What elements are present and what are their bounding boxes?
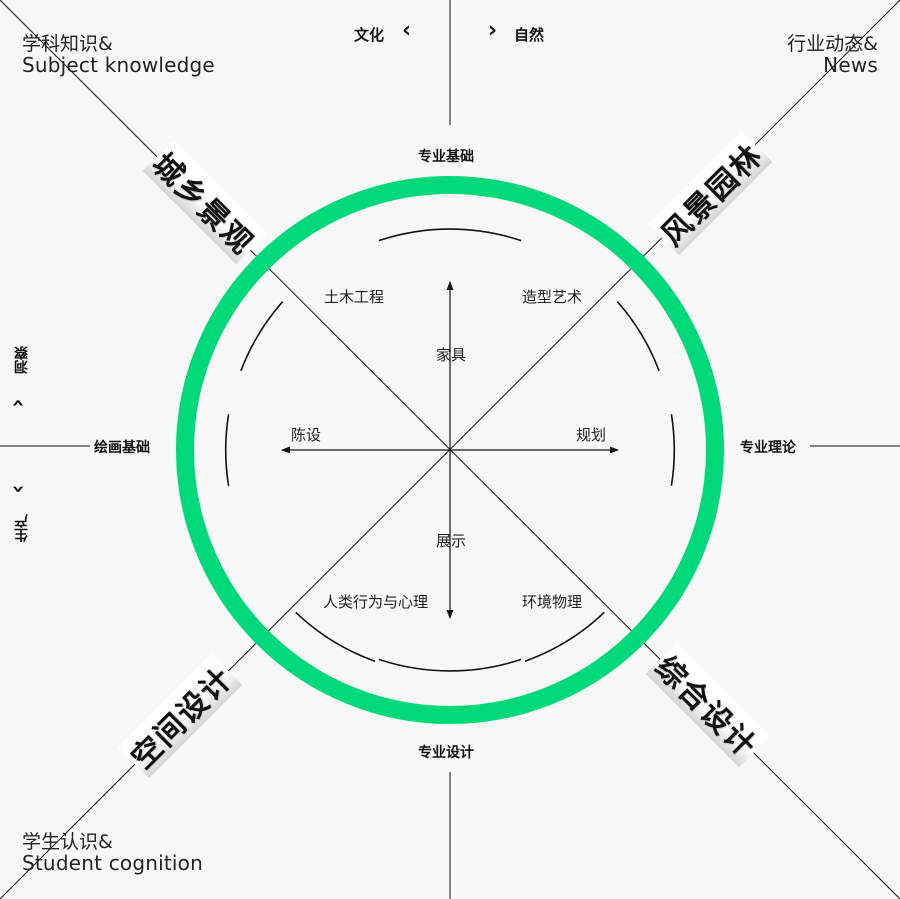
left-axis-top-label: 洞察 bbox=[14, 346, 30, 374]
inner-label-bottom-left: 人类行为与心理 bbox=[323, 593, 429, 611]
corner-top-left-en: Subject knowledge bbox=[22, 53, 215, 77]
corner-bottom-left: 学生认识& Student cognition bbox=[22, 832, 203, 874]
inner-label-bottom: 展示 bbox=[436, 532, 467, 550]
corner-top-right-cn: 行业动态& bbox=[787, 33, 878, 55]
outer-green-ring bbox=[176, 176, 724, 724]
top-axis-right-label: 自然 bbox=[514, 26, 545, 44]
ring-label-bottom: 专业设计 bbox=[418, 745, 474, 761]
inner-label-top-right: 造型艺术 bbox=[522, 288, 583, 306]
corner-top-right-en: News bbox=[823, 53, 878, 77]
inner-label-bottom-right: 环境物理 bbox=[522, 593, 583, 611]
corner-top-left-cn: 学科知识& bbox=[22, 33, 113, 55]
inner-arc-bottom bbox=[378, 658, 522, 672]
ring-label-left: 绘画基础 bbox=[94, 440, 150, 456]
inner-label-right: 规划 bbox=[576, 426, 607, 444]
inner-label-left: 陈设 bbox=[291, 426, 322, 444]
inner-arc-top-right bbox=[616, 301, 660, 372]
corner-bottom-left-cn: 学生认识& bbox=[22, 831, 113, 853]
inner-arc-bottom-right bbox=[524, 611, 605, 662]
corner-top-right: 行业动态& News bbox=[787, 34, 878, 76]
top-axis-left-label: 文化 bbox=[354, 26, 385, 44]
ring-label-right: 专业理论 bbox=[740, 440, 796, 456]
chevron-down-icon: › bbox=[5, 484, 31, 494]
inner-label-top-left: 土木工程 bbox=[324, 288, 385, 306]
inner-arc-top bbox=[378, 228, 522, 242]
corner-top-left: 学科知识& Subject knowledge bbox=[22, 34, 215, 76]
inner-label-top: 家具 bbox=[436, 346, 467, 364]
ring-label-top: 专业基础 bbox=[418, 149, 474, 165]
inner-arc-right bbox=[670, 414, 676, 486]
inner-arc-left bbox=[224, 414, 230, 486]
corner-bottom-left-en: Student cognition bbox=[22, 851, 203, 875]
chevron-right-icon: › bbox=[488, 18, 498, 43]
chevron-up-icon: ‹ bbox=[5, 398, 31, 408]
inner-arc-bottom-left bbox=[295, 611, 376, 662]
inner-arc-top-left bbox=[240, 301, 284, 372]
left-axis-bottom-label: 生产 bbox=[14, 514, 30, 542]
chevron-left-icon: ‹ bbox=[402, 18, 412, 43]
